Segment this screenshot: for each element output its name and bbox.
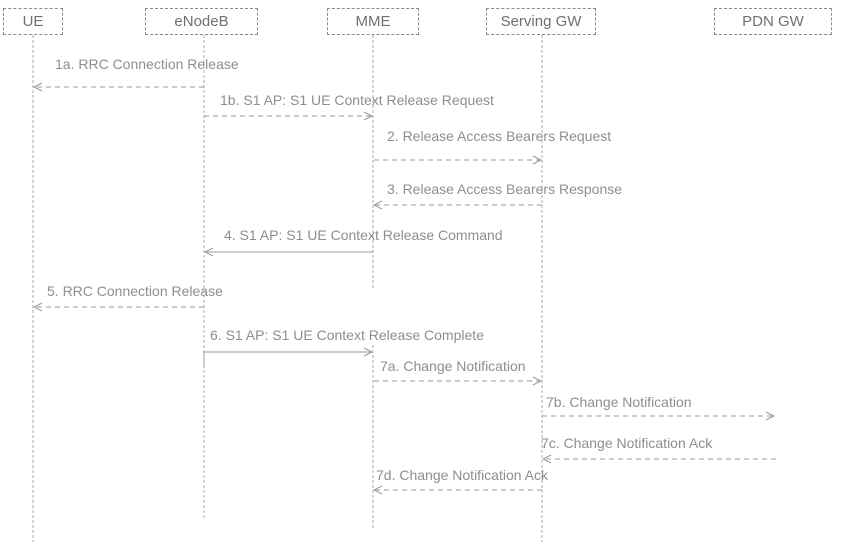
entity-serving-gw: Serving GW	[486, 8, 596, 35]
entity-mme: MME	[327, 8, 419, 35]
message-label-1b: 1b. S1 AP: S1 UE Context Release Request	[220, 92, 494, 108]
message-label-2: 2. Release Access Bearers Request	[387, 128, 612, 144]
message-arrows	[34, 87, 776, 490]
arrow-6	[203, 352, 372, 365]
message-label-7b: 7b. Change Notification	[546, 394, 692, 410]
message-label-1a: 1a. RRC Connection Release	[55, 56, 239, 72]
message-label-6: 6. S1 AP: S1 UE Context Release Complete	[210, 327, 484, 343]
entity-enodeb: eNodeB	[145, 8, 258, 35]
entity-ue: UE	[3, 8, 63, 35]
message-label-3: 3. Release Access Bearers Response	[387, 181, 623, 197]
message-label-5: 5. RRC Connection Release	[47, 283, 223, 299]
entity-pdn-gw: PDN GW	[714, 8, 832, 35]
message-label-7a: 7a. Change Notification	[380, 358, 526, 374]
message-label-7d: 7d. Change Notification Ack	[376, 467, 548, 483]
message-label-4: 4. S1 AP: S1 UE Context Release Command	[224, 227, 503, 243]
message-label-7c: 7c. Change Notification Ack	[541, 435, 713, 451]
